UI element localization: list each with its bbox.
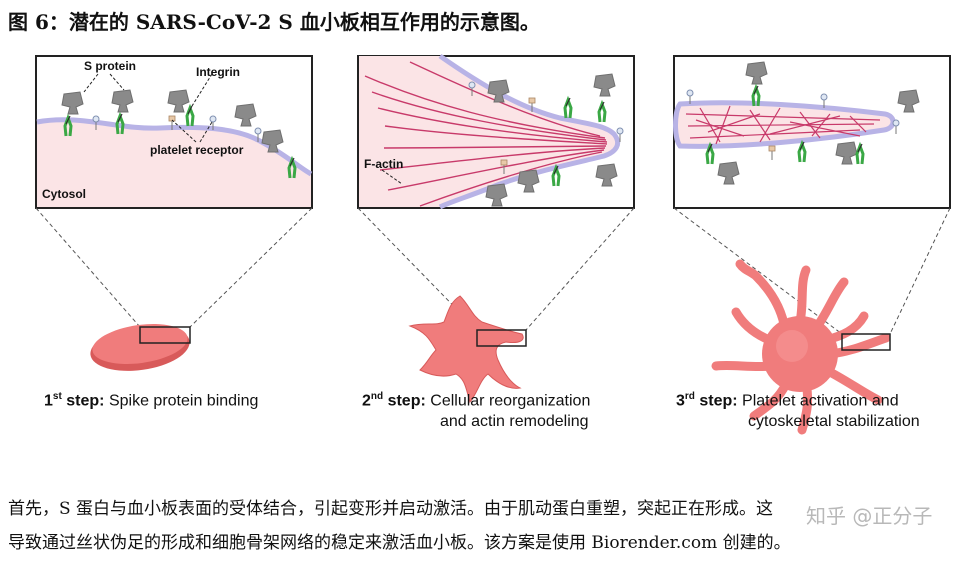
integrin-label: Integrin (196, 65, 240, 79)
figure-label: 图 6： (8, 10, 69, 34)
step-1-number: 1 (44, 392, 53, 410)
schematic-figure: S protein Integrin platelet receptor Cyt… (35, 53, 951, 435)
platelet-receptor-label: platelet receptor (150, 143, 244, 157)
panel-1: S protein Integrin platelet receptor Cyt… (35, 55, 313, 209)
step-2-label: 2nd step: Cellular reorganization and ac… (362, 386, 590, 432)
step-1-word: step: (66, 392, 105, 410)
step-3-text-line1: Platelet activation and (742, 392, 899, 410)
step-1-ordinal: st (52, 391, 62, 402)
figure-title-text: 潜在的 SARS-CoV-2 S 血小板相互作用的示意图。 (68, 10, 540, 34)
cytosol-region (359, 56, 618, 207)
resting-platelet (90, 324, 191, 371)
activating-platelet (408, 295, 527, 404)
panel-2: F-actin (357, 53, 635, 210)
zoom-guides (35, 207, 951, 335)
step-2-text-line2: and actin remodeling (440, 413, 589, 431)
step-3-ordinal: rd (684, 391, 695, 402)
figure-title: 图 6：潜在的 SARS-CoV-2 S 血小板相互作用的示意图。 (8, 6, 540, 35)
cytosol-label: Cytosol (42, 187, 86, 201)
step-1-text: Spike protein binding (108, 392, 259, 410)
activated-platelet (711, 259, 891, 435)
zoom-box (139, 326, 191, 344)
step-1-label: 1st step: Spike protein binding (44, 386, 258, 411)
s-protein-label: S protein (84, 59, 136, 73)
zoom-box (841, 333, 891, 351)
step-3-number: 3 (676, 392, 685, 410)
integrin-leader (191, 73, 213, 107)
step-2-number: 2 (362, 392, 371, 410)
step-2-ordinal: nd (370, 391, 384, 402)
actin-network (685, 105, 881, 145)
cell-membrane (36, 117, 313, 177)
step-3-label: 3rd step: Platelet activation and cytosk… (676, 386, 920, 432)
cytosol-region (37, 119, 311, 207)
s-protein-leader (109, 73, 125, 91)
panel-3 (673, 55, 951, 209)
step-2-text-line1: Cellular reorganization (430, 392, 591, 410)
step-3-word: step: (699, 392, 738, 410)
step-2-word: step: (387, 392, 426, 410)
receptor-leader (199, 121, 213, 143)
actin-filaments (364, 61, 608, 207)
f-actin-label: F-actin (364, 157, 403, 171)
f-actin-leader (381, 169, 403, 185)
s-protein-leader (83, 73, 99, 93)
caption-line-2: 导致通过丝状伪足的形成和细胞骨架网络的稳定来激活血小板。该方案是使用 Biore… (8, 533, 791, 553)
receptor-leader (171, 119, 197, 143)
zoom-box (476, 329, 527, 347)
step-3-text-line2: cytoskeletal stabilization (748, 413, 920, 431)
watermark: 知乎 @正分子 (806, 504, 933, 528)
caption-line-1: 首先，S 蛋白与血小板表面的受体结合，引起变形并启动激活。由于肌动蛋白重塑，突起… (8, 499, 774, 519)
figure-caption: 首先，S 蛋白与血小板表面的受体结合，引起变形并启动激活。由于肌动蛋白重塑，突起… (8, 492, 968, 560)
